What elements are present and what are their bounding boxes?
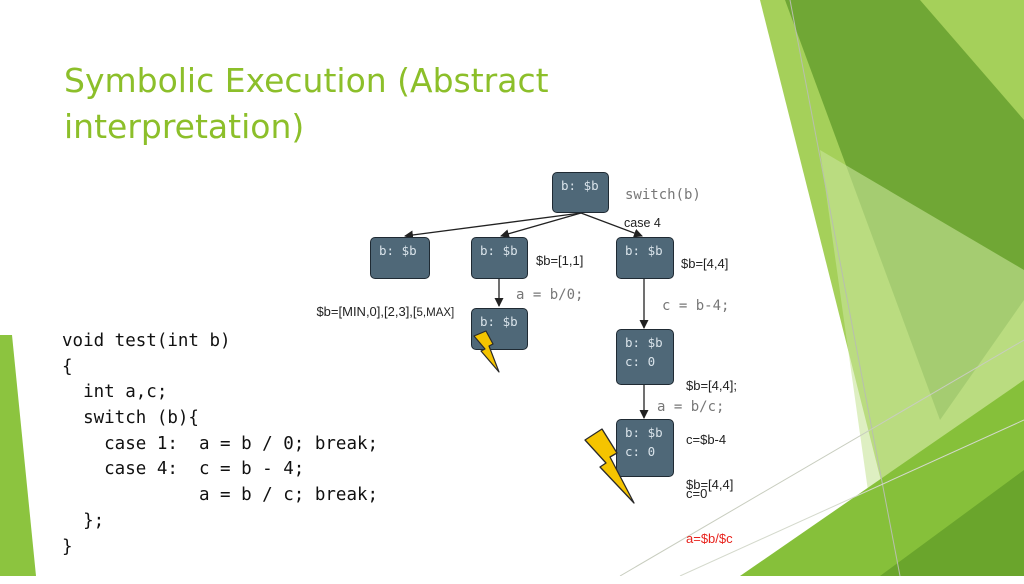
tree-node-right-child: b: $b c: 0 [616,329,674,385]
left-range-tail: 5,MAX] [416,307,455,319]
code-line: int a,c; [62,382,168,403]
code-line: switch (b){ [62,408,199,429]
node-line: b: $b [561,178,599,193]
node-line: b: $b [625,243,663,258]
slide-title: Symbolic Execution (Abstract interpretat… [64,61,549,146]
node-line: c: 0 [625,444,656,459]
thin-line-3 [679,419,1024,576]
code-line: case 1: a = b / 0; break; [62,433,379,454]
left-range-head: $b=[MIN,0],[2,3],[ [316,304,417,319]
state-line: c=$b-4 [686,432,727,447]
stmt-div-zero: a = b/0; [516,287,584,303]
node-line: b: $b [480,314,518,329]
green-bar-left [0,335,36,576]
tree-node-right: b: $b [616,237,674,279]
stmt-subtract: c = b-4; [662,298,730,314]
code-line: } [62,536,73,557]
node-line: b: $b [480,243,518,258]
code-line: { [62,356,73,377]
error-state-line: a=$b/$c [686,531,733,546]
state-line: c=0 [686,486,708,501]
edge-root-right [580,212,643,238]
green-shape-bottom-dark [880,470,1024,576]
code-block: void test(int b) { int a,c; switch (b){ … [62,329,378,560]
thin-line-1 [789,0,901,576]
code-line: }; [62,510,105,531]
tree-node-right-grandchild: b: $b c: 0 [616,419,674,477]
code-line: a = b / c; break; [62,485,379,506]
node-line: c: 0 [625,354,656,369]
switch-label: switch(b) [625,187,701,203]
tree-node-middle: b: $b [471,237,528,279]
tree-node-root: b: $b [552,172,609,213]
state-line: $b=[4,4]; [686,378,737,393]
edge-root-middle [500,212,582,239]
node-line: b: $b [379,243,417,258]
code-line: void test(int b) [62,331,231,351]
state-line: $b=[4,4] [686,477,734,492]
state-label-1: $b=[4,4]; c=$b-4 c=0 [686,341,737,539]
edge-root-left [404,212,582,240]
tree-node-middle-child: b: $b [471,308,528,350]
stmt-div-c: a = b/c; [657,399,725,415]
middle-range-label: $b=[1,1] [536,253,584,268]
code-line: case 4: c = b - 4; [62,459,305,480]
case4-label: case 4 [624,216,661,230]
left-range-label: $b=[MIN,0],[2,3],[5,MAX] [302,285,454,340]
node-line: b: $b [625,425,663,440]
node-line: b: $b [625,335,663,350]
thin-line-2 [619,339,1024,576]
tree-node-left: b: $b [370,237,430,279]
state-label-2: $b=[4,4] a=$b/$c [686,440,733,584]
right-range-label: $b=[4,4] [681,256,729,271]
